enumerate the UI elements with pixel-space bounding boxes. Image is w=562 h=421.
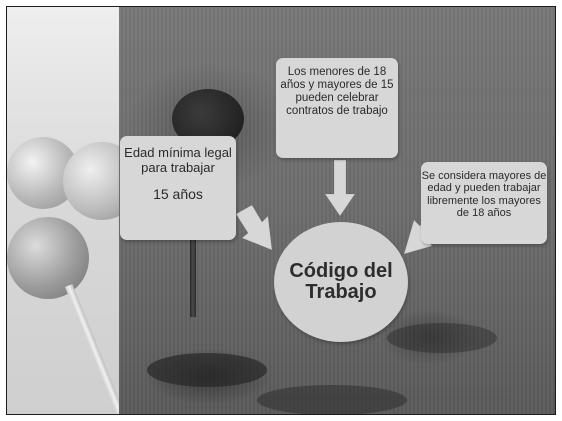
box-minors-contracts-text: Los menores de 18 años y mayores de 15 p… <box>280 66 394 117</box>
box-minimum-age-value: 15 años <box>153 186 203 203</box>
shadow-oval-2 <box>257 385 407 414</box>
box-adults-work-text: Se considera mayores de edad y pueden tr… <box>421 170 547 219</box>
down-arrow <box>324 159 356 217</box>
box-minors-contracts: Los menores de 18 años y mayores de 15 p… <box>276 58 398 158</box>
shadow-oval-1 <box>147 353 267 387</box>
pin-ball-3 <box>7 217 89 299</box>
left-arrow <box>235 204 273 251</box>
box-minimum-age-text: Edad mínima legal para trabajar <box>124 145 232 175</box>
box-minimum-age: Edad mínima legal para trabajar 15 años <box>120 136 236 240</box>
shadow-oval-3 <box>387 323 497 353</box>
box-adults-work: Se considera mayores de edad y pueden tr… <box>421 162 547 244</box>
center-node: Código del Trabajo <box>274 222 408 342</box>
center-node-label: Código del Trabajo <box>289 260 393 303</box>
